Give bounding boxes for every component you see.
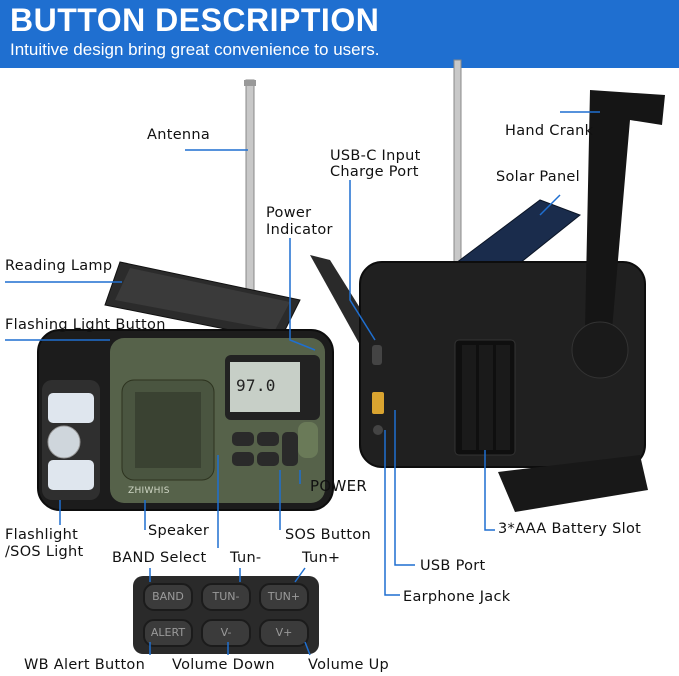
tun-minus-key: TUN- [201,583,251,611]
label-usbc-2: Charge Port [330,164,419,180]
device-button [257,432,279,446]
brand-text: ZHIWHIS [128,486,170,496]
alert-key: ALERT [143,619,193,647]
page-subtitle: Intuitive design bring great convenience… [10,40,380,59]
speaker-grill [135,392,201,468]
label-reading-lamp: Reading Lamp [5,258,113,274]
leader-battery [484,450,495,531]
battery-cell-2 [479,345,493,450]
leader-power-indicator [289,238,316,351]
sos-light-upper [48,393,94,423]
label-hand-crank: Hand Crank [505,123,594,139]
keypad-closeup: BAND TUN- TUN+ ALERT V- V+ [133,576,319,654]
label-earphone-jack: Earphone Jack [403,589,511,605]
label-flashing-light-button: Flashing Light Button [5,317,166,333]
usb-port [372,392,384,414]
sos-button-physical [298,422,318,458]
label-flashlight-1: Flashlight [5,527,79,543]
label-wb-alert: WB Alert Button [24,657,146,673]
label-tun-plus: Tun+ [302,550,341,566]
label-volume-up: Volume Up [308,657,390,673]
hand-crank [585,90,665,330]
label-power: POWER [310,477,368,495]
lcd-screen [230,362,300,412]
label-speaker: Speaker [148,523,210,539]
label-band-select: BAND Select [112,550,207,566]
crank-hub [571,321,629,379]
page-title: BUTTON DESCRIPTION [10,2,380,38]
tun-plus-key: TUN+ [259,583,309,611]
sos-light-lower [48,460,94,490]
label-power-indicator-2: Indicator [266,222,333,238]
label-flashlight-2: /SOS Light [5,544,84,560]
usbc-port [372,345,382,365]
label-power-indicator-1: Power [266,205,312,221]
label-volume-down: Volume Down [172,657,275,673]
leader-usb-port [394,410,415,566]
v-plus-key: V+ [259,619,309,647]
earphone-jack [373,425,383,435]
reading-lamp-face [115,268,290,330]
label-tun-minus: Tun- [230,550,262,566]
flashlight-lens [47,425,81,459]
leader-earphone [384,430,400,596]
device-button [257,452,279,466]
lcd-reading: 97.0 [236,376,276,395]
label-antenna: Antenna [147,127,211,143]
label-usbc-1: USB-C Input [330,148,421,164]
leader-solar [539,194,561,216]
label-usb-port: USB Port [420,558,486,574]
device-button [232,432,254,446]
battery-cell-1 [462,345,476,450]
antenna-rod-left [245,79,255,306]
label-sos-button: SOS Button [285,527,371,543]
device-button [282,432,298,466]
leader-usbc [349,180,376,341]
device-button [232,452,254,466]
header-banner: BUTTON DESCRIPTION Intuitive design brin… [0,0,679,68]
band-key: BAND [143,583,193,611]
battery-cell-3 [496,345,510,450]
battery-cover [498,455,648,512]
label-solar-panel: Solar Panel [496,169,580,185]
v-minus-key: V- [201,619,251,647]
antenna-tip-left [244,80,256,86]
label-battery-slot: 3*AAA Battery Slot [498,521,642,537]
